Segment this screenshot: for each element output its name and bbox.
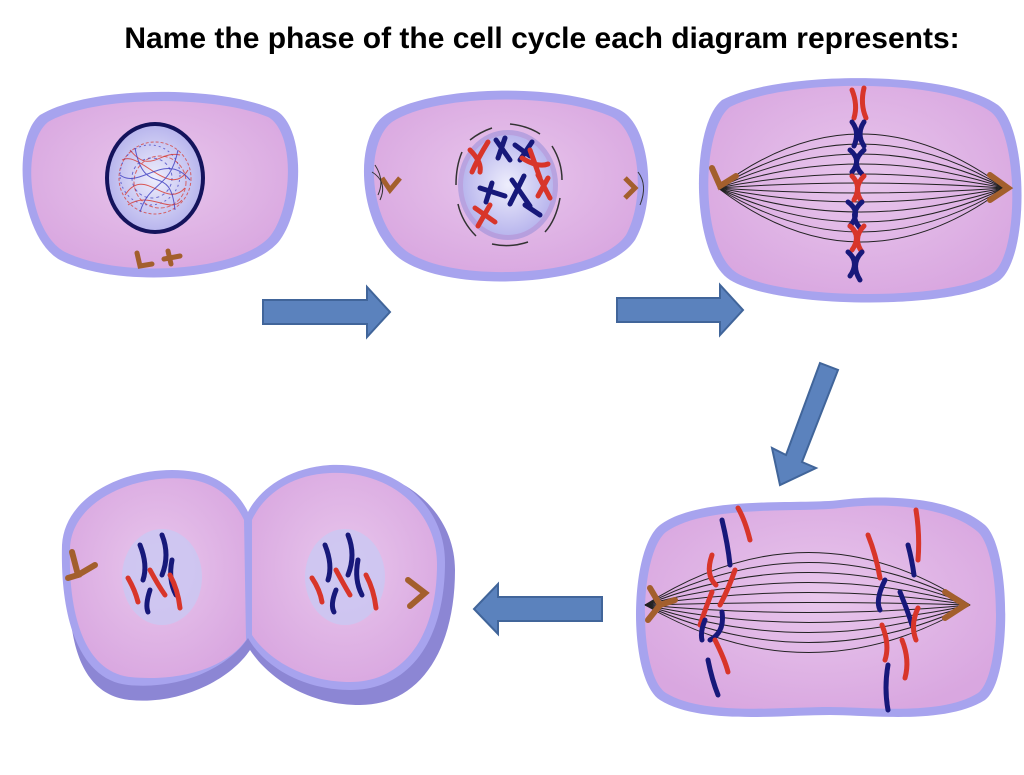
cell-2-nuclear-envelope-fragments <box>455 123 563 247</box>
cell-4-chromosomes-left <box>697 505 753 698</box>
arrow-4-left <box>472 581 603 637</box>
cell-3-cytoplasm <box>708 85 1013 294</box>
cell-5-nucleus-right <box>305 529 385 625</box>
cell-5-chromosomes-right <box>309 532 379 615</box>
cell-3-chromosomes <box>845 85 869 283</box>
cell-1 <box>22 91 299 278</box>
cell-3-centrioles <box>709 165 1014 203</box>
arrow-3-down <box>770 361 840 487</box>
cell-4-chromosomes-right <box>865 507 922 713</box>
cell-2 <box>363 90 649 282</box>
cell-4 <box>636 497 1006 717</box>
cell-1-chromatin <box>118 141 192 215</box>
cell-4-centrioles <box>645 585 971 623</box>
cell-3 <box>698 78 1022 303</box>
cell-5 <box>61 464 456 705</box>
cell-2-centrioles <box>371 164 644 206</box>
cell-1-centrioles <box>134 248 183 269</box>
cell-4-spindle <box>644 552 971 653</box>
arrow-1-right <box>262 284 392 340</box>
cell-5-chromosomes-left <box>125 532 183 615</box>
cell-5-centrioles <box>65 549 430 609</box>
page-title: Name the phase of the cell cycle each di… <box>124 22 960 55</box>
cell-2-chromosomes <box>467 135 553 229</box>
cell-2-nucleus <box>463 135 553 235</box>
arrow-2-right <box>616 282 745 338</box>
